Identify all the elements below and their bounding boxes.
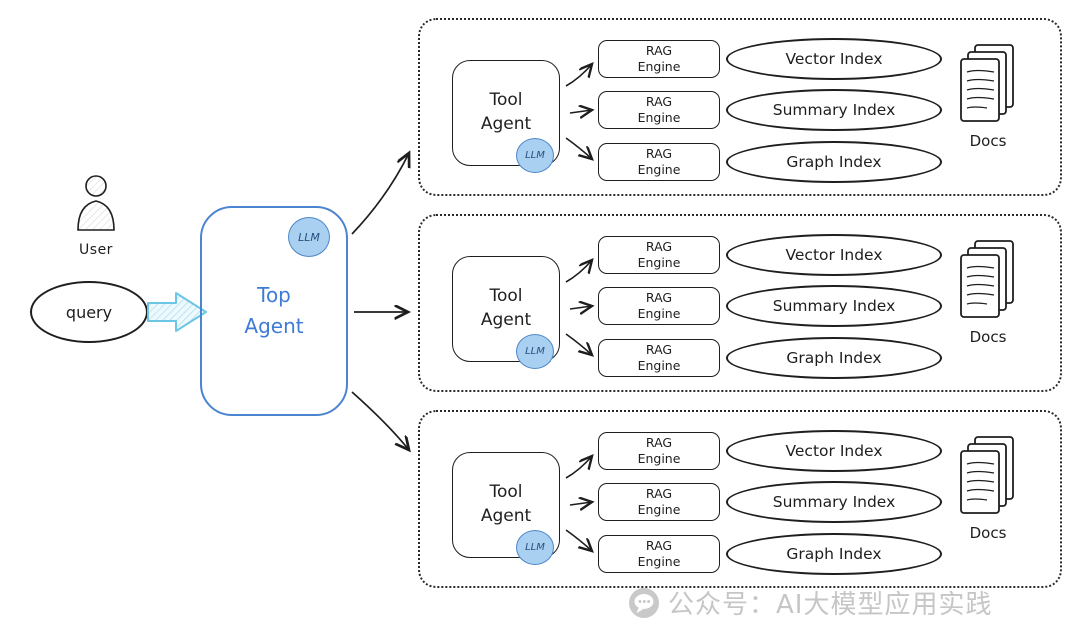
tool-agent-llm-badge: LLM — [516, 334, 554, 369]
top-agent-label: Top Agent — [244, 283, 304, 338]
graph-index-node: Graph Index — [726, 141, 942, 183]
watermark: 公众号：AI大模型应用实践 — [628, 584, 992, 621]
vector-index-label: Vector Index — [785, 50, 883, 68]
rag-engine-node-1: RAG Engine — [598, 236, 720, 274]
rag-engine-label: RAG Engine — [637, 342, 681, 373]
user-label: User — [79, 242, 113, 258]
rag-engine-node-2: RAG Engine — [598, 91, 720, 129]
rag-engine-node-1: RAG Engine — [598, 40, 720, 78]
graph-index-label: Graph Index — [786, 153, 882, 171]
query-node: query — [30, 281, 148, 343]
docs-icon — [960, 436, 1014, 514]
vector-index-node: Vector Index — [726, 38, 942, 80]
docs-node: Docs — [952, 434, 1024, 542]
rag-engine-label: RAG Engine — [637, 239, 681, 270]
summary-index-label: Summary Index — [772, 297, 896, 315]
tool-agent-group-2: Tool Agent LLM RAG Engine RAG Engine RAG… — [418, 214, 1062, 392]
docs-label: Docs — [969, 524, 1007, 542]
summary-index-node: Summary Index — [726, 89, 942, 131]
rag-engine-label: RAG Engine — [637, 43, 681, 74]
tool-agent-node: Tool Agent — [452, 256, 560, 362]
tool-agent-label: Tool Agent — [480, 482, 532, 526]
graph-index-node: Graph Index — [726, 337, 942, 379]
summary-index-label: Summary Index — [772, 101, 896, 119]
tool-agent-group-3: Tool Agent LLM RAG Engine RAG Engine RAG… — [418, 410, 1062, 588]
top-agent-llm-badge: LLM — [288, 217, 330, 257]
docs-icon — [960, 44, 1014, 122]
rag-engine-label: RAG Engine — [637, 486, 681, 517]
summary-index-label: Summary Index — [772, 493, 896, 511]
user-node: User — [70, 174, 122, 258]
rag-engine-label: RAG Engine — [637, 435, 681, 466]
graph-index-node: Graph Index — [726, 533, 942, 575]
top-agent-llm-label: LLM — [298, 230, 320, 244]
rag-engine-node-2: RAG Engine — [598, 483, 720, 521]
rag-engine-node-3: RAG Engine — [598, 339, 720, 377]
user-icon — [77, 175, 115, 231]
vector-index-label: Vector Index — [785, 246, 883, 264]
tool-agent-label: Tool Agent — [480, 286, 532, 330]
graph-index-label: Graph Index — [786, 545, 882, 563]
tool-agent-group-1: Tool Agent LLM RAG Engine RAG Engine RAG… — [418, 18, 1062, 196]
docs-label: Docs — [969, 132, 1007, 150]
tool-agent-node: Tool Agent — [452, 452, 560, 558]
rag-engine-node-2: RAG Engine — [598, 287, 720, 325]
summary-index-node: Summary Index — [726, 481, 942, 523]
chat-bubble-icon — [629, 587, 659, 618]
summary-index-node: Summary Index — [726, 285, 942, 327]
vector-index-node: Vector Index — [726, 430, 942, 472]
top-agent-node: Top Agent — [200, 206, 348, 416]
tool-agent-llm-badge: LLM — [516, 138, 554, 173]
tool-agent-llm-label: LLM — [525, 542, 545, 553]
docs-node: Docs — [952, 238, 1024, 346]
rag-engine-node-3: RAG Engine — [598, 143, 720, 181]
query-arrow-icon — [147, 292, 207, 332]
rag-engine-label: RAG Engine — [637, 146, 681, 177]
rag-engine-node-1: RAG Engine — [598, 432, 720, 470]
rag-engine-node-3: RAG Engine — [598, 535, 720, 573]
vector-index-label: Vector Index — [785, 442, 883, 460]
rag-engine-label: RAG Engine — [637, 538, 681, 569]
tool-agent-label: Tool Agent — [480, 90, 532, 134]
rag-engine-label: RAG Engine — [637, 290, 681, 321]
tool-agent-llm-label: LLM — [525, 150, 545, 161]
graph-index-label: Graph Index — [786, 349, 882, 367]
query-label: query — [65, 302, 113, 322]
rag-engine-label: RAG Engine — [637, 94, 681, 125]
vector-index-node: Vector Index — [726, 234, 942, 276]
tool-agent-llm-label: LLM — [525, 346, 545, 357]
docs-label: Docs — [969, 328, 1007, 346]
docs-icon — [960, 240, 1014, 318]
docs-node: Docs — [952, 42, 1024, 150]
tool-agent-node: Tool Agent — [452, 60, 560, 166]
tool-agent-llm-badge: LLM — [516, 530, 554, 565]
watermark-text: 公众号：AI大模型应用实践 — [668, 590, 993, 620]
